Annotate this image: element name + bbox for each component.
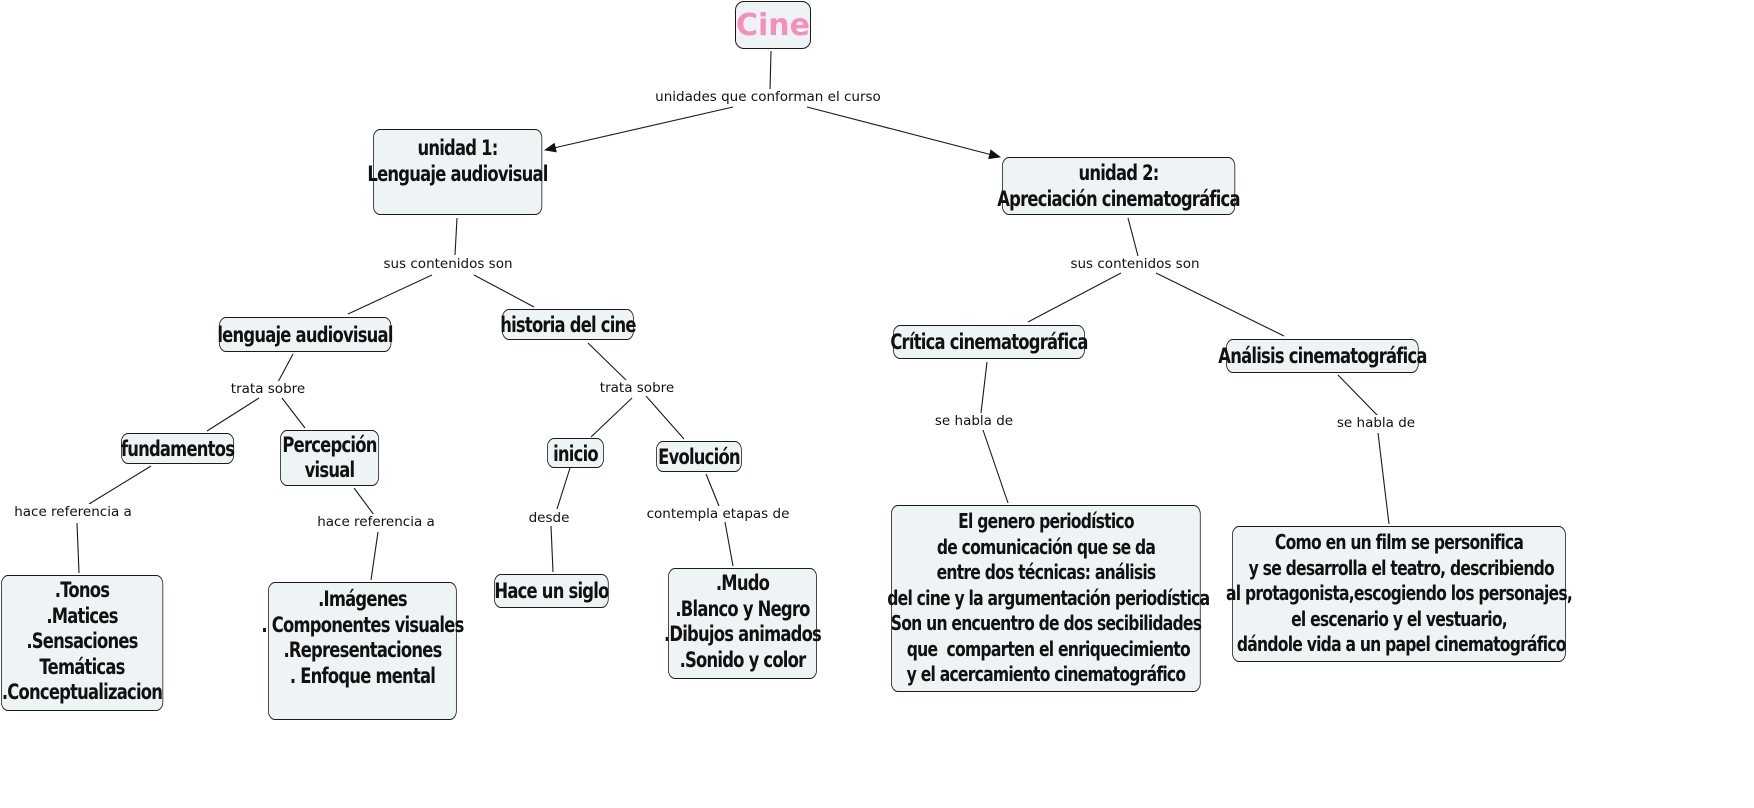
node-tonos-list-text: .Tonos .Matices .Sensaciones Temáticas .… bbox=[1, 578, 163, 704]
connection-arrow bbox=[806, 106, 1001, 160]
node-evolucion[interactable]: Evolución bbox=[656, 441, 742, 472]
node-critica-cinematografica-text: Crítica cinematográfica bbox=[890, 330, 1088, 354]
node-inicio[interactable]: inicio bbox=[547, 438, 604, 468]
node-lenguaje-audiovisual-text: lenguaje audiovisual bbox=[217, 323, 393, 347]
node-percepcion-visual[interactable]: Percepción visual bbox=[280, 430, 379, 486]
connection-line bbox=[587, 342, 628, 382]
node-cine[interactable]: Cine bbox=[735, 1, 811, 49]
connection-line bbox=[1027, 272, 1122, 323]
connection-line bbox=[1127, 217, 1139, 257]
link-label-percepcion-ref[interactable]: hace referencia a bbox=[316, 514, 436, 530]
connection-line bbox=[556, 467, 571, 510]
connection-line bbox=[980, 361, 988, 414]
node-etapas-list-text: .Mudo .Blanco y Negro .Dibujos animados … bbox=[663, 571, 822, 672]
node-historia-del-cine-text: historia del cine bbox=[500, 313, 636, 337]
node-etapas-list[interactable]: .Mudo .Blanco y Negro .Dibujos animados … bbox=[664, 568, 822, 679]
node-film-personifica-text: Como en un film se personifica y se desa… bbox=[1226, 530, 1573, 656]
node-unidad-1-text: unidad 1: Lenguaje audiovisual bbox=[367, 136, 548, 186]
node-critica-cinematografica[interactable]: Crítica cinematográfica bbox=[890, 325, 1088, 359]
connection-line bbox=[473, 274, 535, 308]
connection-line bbox=[353, 487, 375, 516]
node-tonos-list[interactable]: .Tonos .Matices .Sensaciones Temáticas .… bbox=[1, 575, 163, 711]
node-evolucion-text: Evolución bbox=[658, 445, 740, 469]
connection-line bbox=[1337, 374, 1379, 417]
connection-line bbox=[277, 353, 294, 383]
connection-line bbox=[645, 395, 685, 440]
connection-line bbox=[982, 429, 1009, 504]
node-imagenes-list-text: .Imágenes . Componentes visuales .Repres… bbox=[261, 587, 464, 688]
link-label-contempla[interactable]: contempla etapas de bbox=[645, 506, 791, 522]
node-inicio-text: inicio bbox=[553, 442, 599, 466]
link-label-historia-trata[interactable]: trata sobre bbox=[598, 380, 676, 396]
node-unidad-1[interactable]: unidad 1: Lenguaje audiovisual bbox=[367, 129, 548, 215]
connection-line bbox=[347, 274, 433, 315]
connection-line bbox=[550, 525, 554, 573]
node-cine-text: Cine bbox=[736, 8, 811, 43]
node-hace-un-siglo[interactable]: Hace un siglo bbox=[494, 574, 609, 608]
connection-arrow bbox=[544, 106, 734, 153]
connection-line bbox=[88, 465, 152, 505]
link-label-unidades[interactable]: unidades que conforman el curso bbox=[654, 89, 882, 105]
connection-line bbox=[590, 397, 633, 438]
node-lenguaje-audiovisual[interactable]: lenguaje audiovisual bbox=[217, 317, 393, 352]
node-fundamentos-text: fundamentos bbox=[120, 437, 235, 461]
connection-line bbox=[1377, 432, 1390, 525]
link-label-analisis-habla[interactable]: se habla de bbox=[1335, 415, 1417, 431]
link-label-fundamentos-ref[interactable]: hace referencia a bbox=[13, 504, 133, 520]
link-label-desde[interactable]: desde bbox=[527, 510, 571, 526]
node-imagenes-list[interactable]: .Imágenes . Componentes visuales .Repres… bbox=[261, 582, 464, 720]
connection-line bbox=[76, 522, 80, 574]
connection-line bbox=[1155, 272, 1285, 337]
node-historia-del-cine[interactable]: historia del cine bbox=[500, 309, 637, 340]
connection-line bbox=[454, 217, 458, 256]
connection-line bbox=[206, 397, 260, 432]
node-genero-periodistico[interactable]: El genero periodístico de comunicación q… bbox=[887, 505, 1210, 692]
link-label-lenguaje-trata[interactable]: trata sobre bbox=[229, 381, 307, 397]
connection-line bbox=[724, 521, 734, 567]
link-label-u1-contenidos[interactable]: sus contenidos son bbox=[382, 256, 514, 272]
node-analisis-cinematografica[interactable]: Análisis cinematográfica bbox=[1218, 339, 1427, 373]
connection-line bbox=[769, 50, 772, 91]
node-film-personifica[interactable]: Como en un film se personifica y se desa… bbox=[1226, 526, 1573, 662]
connection-line bbox=[281, 397, 306, 429]
connection-line bbox=[370, 531, 379, 581]
node-genero-periodistico-text: El genero periodístico de comunicación q… bbox=[887, 509, 1210, 686]
node-unidad-2[interactable]: unidad 2: Apreciación cinematográfica bbox=[997, 157, 1241, 215]
link-label-critica-habla[interactable]: se habla de bbox=[933, 413, 1015, 429]
node-fundamentos[interactable]: fundamentos bbox=[120, 433, 235, 464]
node-hace-un-siglo-text: Hace un siglo bbox=[494, 579, 609, 603]
node-percepcion-visual-text: Percepción visual bbox=[282, 433, 377, 482]
node-analisis-cinematografica-text: Análisis cinematográfica bbox=[1218, 344, 1427, 368]
connection-line bbox=[705, 473, 720, 507]
node-unidad-2-text: unidad 2: Apreciación cinematográfica bbox=[997, 161, 1240, 211]
link-label-u2-contenidos[interactable]: sus contenidos son bbox=[1069, 256, 1201, 272]
